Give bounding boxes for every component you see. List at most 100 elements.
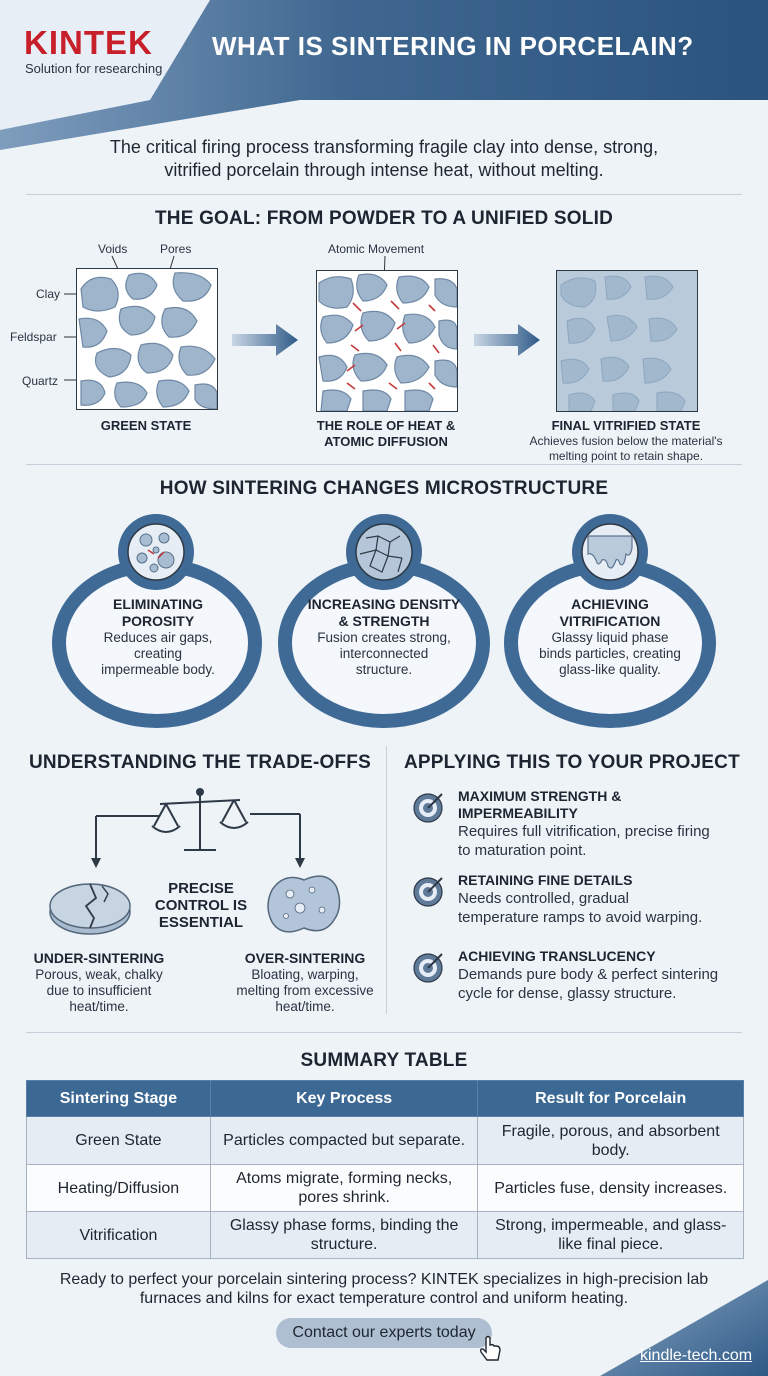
over-sintering-desc-2: melting from excessive: [236, 983, 374, 998]
footer-corner-decoration: [600, 1280, 768, 1376]
micro-item-1-desc-2: creating: [133, 646, 183, 661]
intro-text: The critical firing process transforming…: [0, 136, 768, 182]
stage-vitrified-desc: Achieves fusion below the material's mel…: [506, 434, 746, 464]
label-feldspar: Feldspar: [10, 330, 57, 344]
over-sintering-title: OVER-SINTERING: [244, 950, 366, 966]
table-header-row: Sintering Stage Key Process Result for P…: [26, 1080, 744, 1117]
under-sintering-desc-1: Porous, weak, chalky: [35, 967, 163, 982]
micro-item-2-title-2: & STRENGTH: [338, 613, 430, 629]
stage-vitrified-desc-1: Achieves fusion below the material's: [529, 434, 723, 448]
apply-item-2-desc-2: temperature ramps to avoid warping.: [458, 909, 703, 926]
label-atomic-movement: Atomic Movement: [328, 242, 425, 256]
table-row: Vitrification Glassy phase forms, bindin…: [26, 1211, 744, 1259]
apply-item-2-desc-1: Needs controlled, gradual: [458, 890, 629, 907]
footer-cta-line-2: furnaces and kilns for exact temperature…: [139, 1290, 629, 1307]
contact-button-label: Contact our experts today: [292, 1324, 476, 1341]
porosity-icon: [118, 514, 194, 590]
tradeoffs-center-2: CONTROL IS: [154, 897, 248, 914]
target-icon: [413, 793, 443, 823]
table-header: Sintering Stage: [26, 1080, 211, 1117]
target-icon: [413, 953, 443, 983]
micro-item-1: ELIMINATING POROSITY Reduces air gaps, c…: [72, 596, 244, 678]
table-cell: Glassy phase forms, binding the structur…: [209, 1211, 479, 1259]
page-title: WHAT IS SINTERING IN PORCELAIN?: [212, 31, 694, 61]
contact-button[interactable]: Contact our experts today: [276, 1318, 492, 1348]
apply-item-1-title-1: MAXIMUM STRENGTH &: [458, 788, 622, 804]
vitrification-icon: [572, 514, 648, 590]
under-sintering-desc-3: heat/time.: [69, 999, 129, 1014]
apply-title: APPLYING THIS TO YOUR PROJECT: [404, 752, 740, 773]
micro-item-2-desc-2: interconnected: [339, 646, 429, 661]
label-quartz: Quartz: [22, 374, 59, 388]
goal-title: THE GOAL: FROM POWDER TO A UNIFIED SOLID: [154, 208, 613, 229]
micro-item-3-desc-2: binds particles, creating: [539, 646, 681, 661]
header-banner: [0, 0, 768, 150]
table-cell: Particles compacted but separate.: [209, 1116, 479, 1165]
stage-vitrified-desc-2: melting point to retain shape.: [548, 449, 704, 463]
micro-item-2: INCREASING DENSITY & STRENGTH Fusion cre…: [294, 596, 474, 678]
stage-green-label: GREEN STATE: [100, 418, 192, 433]
arrow-right-icon: [232, 324, 298, 356]
label-clay: Clay: [36, 287, 61, 301]
bloated-blob-icon: [267, 875, 341, 933]
tradeoffs-center-1: PRECISE: [168, 880, 234, 897]
tradeoffs-center-3: ESSENTIAL: [158, 914, 244, 931]
table-cell: Vitrification: [26, 1211, 211, 1259]
density-icon: [346, 514, 422, 590]
intro-line-1: The critical firing process transforming…: [109, 137, 659, 157]
balance-scale-icon: [91, 788, 305, 868]
label-voids: Voids: [98, 242, 128, 256]
brand-logo: KINTEK: [24, 24, 153, 61]
table-row: Green State Particles compacted but sepa…: [26, 1116, 744, 1165]
micro-item-3-title-1: ACHIEVING: [571, 596, 649, 612]
table-cell: Particles fuse, density increases.: [477, 1164, 744, 1212]
summary-table: Sintering Stage Key Process Result for P…: [26, 1080, 744, 1259]
green-state-diagram: [76, 268, 218, 410]
over-sintering-desc-3: heat/time.: [275, 999, 335, 1014]
table-header: Key Process: [209, 1080, 479, 1117]
apply-item-3-desc-1: Demands pure body & perfect sintering: [458, 966, 719, 983]
apply-item-1-desc-2: to maturation point.: [458, 842, 587, 859]
table-cell: Heating/Diffusion: [26, 1164, 211, 1212]
stage-diffusion-label: THE ROLE OF HEAT & ATOMIC DIFFUSION: [296, 418, 476, 450]
table-cell: Strong, impermeable, and glass-like fina…: [477, 1211, 744, 1259]
vertical-divider: [386, 746, 387, 1014]
summary-title: SUMMARY TABLE: [300, 1050, 468, 1071]
apply-item-1-desc-1: Requires full vitrification, precise fir…: [458, 823, 710, 840]
micro-item-2-title-1: INCREASING DENSITY: [307, 596, 461, 612]
micro-item-1-title-2: POROSITY: [121, 613, 195, 629]
intro-line-2: vitrified porcelain through intense heat…: [164, 160, 604, 180]
over-sintering-desc-1: Bloating, warping,: [251, 967, 359, 982]
table-row: Heating/Diffusion Atoms migrate, forming…: [26, 1164, 744, 1212]
micro-item-2-desc-1: Fusion creates strong,: [317, 630, 451, 645]
tradeoffs-center: PRECISE CONTROL IS ESSENTIAL: [148, 880, 254, 931]
table-cell: Atoms migrate, forming necks, pores shri…: [209, 1164, 479, 1212]
table-cell: Fragile, porous, and absorbent body.: [477, 1116, 744, 1165]
diffusion-diagram: [316, 270, 458, 412]
footer-cta-line-1: Ready to perfect your porcelain sinterin…: [59, 1271, 709, 1288]
micro-item-1-title-1: ELIMINATING: [113, 596, 203, 612]
cracked-disc-icon: [49, 883, 131, 935]
label-pores: Pores: [160, 242, 192, 256]
under-sintering-title: UNDER-SINTERING: [33, 950, 165, 966]
table-header: Result for Porcelain: [477, 1080, 744, 1117]
micro-item-3-title-2: VITRIFICATION: [559, 613, 661, 629]
apply-item-3-title-1: ACHIEVING TRANSLUCENCY: [458, 948, 656, 964]
micro-item-2-desc-3: structure.: [355, 662, 413, 677]
micro-item-3-desc-3: glass-like quality.: [559, 662, 661, 677]
arrow-right-icon: [474, 324, 540, 356]
target-icon: [413, 877, 443, 907]
over-sintering: OVER-SINTERING Bloating, warping, meltin…: [220, 950, 390, 1015]
apply-item-1-title-2: IMPERMEABILITY: [458, 805, 578, 821]
micro-item-1-desc-1: Reduces air gaps,: [103, 630, 213, 645]
tradeoffs-title: UNDERSTANDING THE TRADE-OFFS: [29, 752, 371, 773]
footer-cta: Ready to perfect your porcelain sinterin…: [0, 1270, 768, 1308]
micro-item-3: ACHIEVING VITRIFICATION Glassy liquid ph…: [520, 596, 700, 678]
micro-title: HOW SINTERING CHANGES MICROSTRUCTURE: [159, 478, 609, 499]
table-cell: Green State: [26, 1116, 211, 1165]
brand-tagline: Solution for researching: [25, 61, 163, 76]
under-sintering: UNDER-SINTERING Porous, weak, chalky due…: [14, 950, 184, 1015]
apply-item-3-desc-2: cycle for dense, glassy structure.: [458, 985, 677, 1002]
pointer-hand-icon: [480, 1335, 501, 1361]
website-link[interactable]: kindle-tech.com: [640, 1347, 753, 1364]
